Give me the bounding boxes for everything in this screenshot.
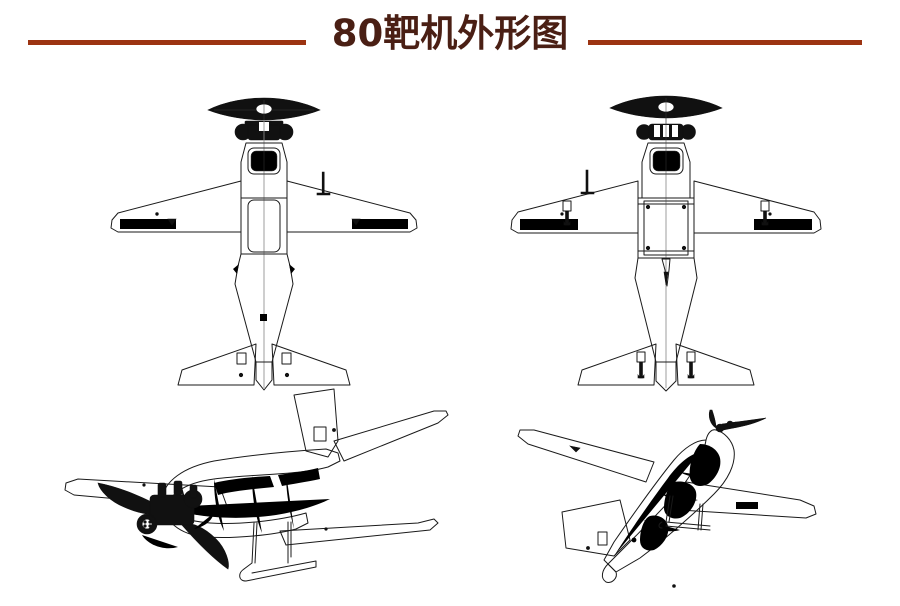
bottom-view-geometry: [511, 95, 821, 391]
title-band: 80靶机外形图: [0, 0, 900, 78]
aircraft-isometric-rear-right-view: [504, 396, 840, 602]
gear-bracket-right: [761, 201, 769, 226]
right-wing: [287, 171, 417, 232]
drawing-plate: [0, 78, 900, 606]
horizontal-stabilizer-left: [578, 344, 656, 385]
iso-rear-geometry: [518, 409, 816, 588]
page-title: 80靶机外形图: [331, 12, 569, 55]
iso-front-geometry: [65, 389, 448, 581]
propeller-icon: [708, 409, 767, 433]
left-wing: [111, 181, 241, 232]
horizontal-stabilizer-right: [676, 344, 754, 385]
right-wing: [694, 181, 821, 233]
fuselage: [162, 449, 340, 538]
aircraft-isometric-front-left-view: [38, 383, 462, 603]
aircraft-bottom-plan-view: [498, 88, 838, 398]
antenna-mast-icon: [580, 169, 595, 195]
left-wing: [511, 169, 638, 233]
skid-landing-gear: [659, 496, 710, 530]
far-wing: [334, 411, 448, 461]
antenna-mast-icon: [316, 171, 331, 196]
title-rule-right: [588, 40, 862, 45]
horizontal-stabilizer-left: [178, 344, 256, 385]
engine-propeller-assembly: [97, 480, 229, 570]
gear-bracket-left: [563, 201, 571, 226]
title-rule-left: [28, 40, 306, 45]
skid-landing-gear: [240, 522, 316, 581]
top-view-geometry: [111, 97, 417, 390]
fuselage: [602, 430, 734, 583]
upper-left-wing: [518, 430, 654, 482]
vertical-fin: [294, 389, 338, 457]
horizontal-stabilizer-right: [272, 344, 350, 385]
right-wing-lower: [280, 519, 438, 545]
aircraft-top-plan-view: [96, 88, 436, 398]
ventral-pitot-icon: [662, 259, 670, 286]
